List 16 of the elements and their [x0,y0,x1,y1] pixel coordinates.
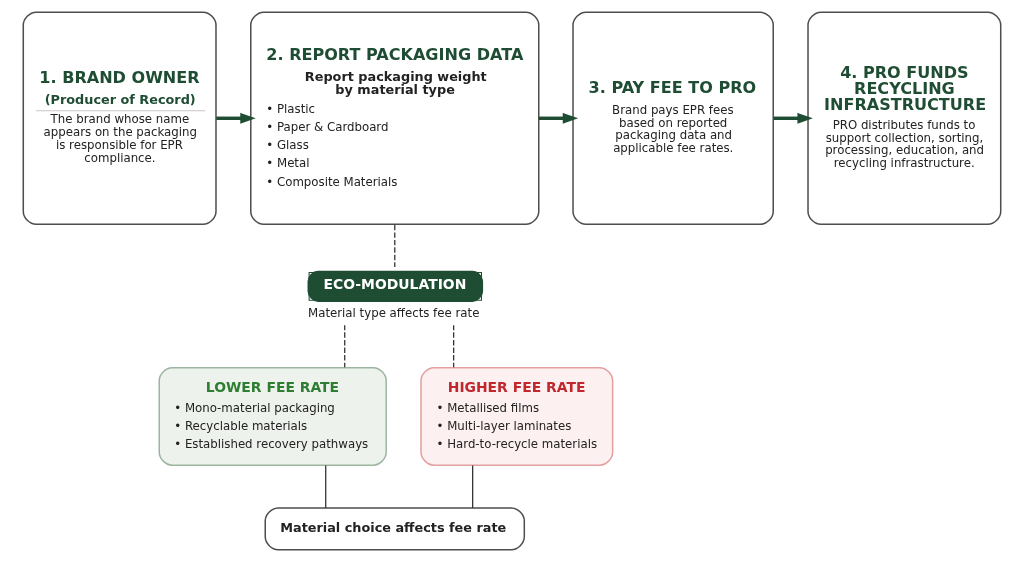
connector [472,464,474,509]
connector [394,224,396,268]
node-box: LOWER FEE RATE • Mono-material packaging • Recyclable materials • Established recovery pathways [158,366,387,466]
connector [453,324,455,368]
node-box: 4. PRO FUNDS RECYCLING INFRASTRUCTURE PRO distributes funds to support collection, sorting, processing, education, and recycling infrastructure. [807,11,1002,225]
connector [325,464,327,509]
arrow [538,112,579,124]
node-box: HIGHER FEE RATE • Metallised films • Multi-layer laminates • Hard-to-recycle materials [420,366,614,466]
node-box: 2. REPORT PACKAGING DATA Report packaging weight by material type • Plastic • Paper & Cardboard • Glass • Metal • Composite Materials [250,11,540,225]
connector [344,324,346,368]
arrow [216,112,256,124]
arrow [773,112,813,124]
node-box: 1. BRAND OWNER (Producer of Record) The brand whose name appears on the packaging is responsible for EPR compliance. [22,11,217,225]
node-box: Material choice affects fee rate [264,507,526,551]
node-label: Material type affects fee rate [308,306,480,321]
node-box: 3. PAY FEE TO PRO Brand pays EPR fees based on reported packaging data and applicable fee rates. [572,11,774,225]
